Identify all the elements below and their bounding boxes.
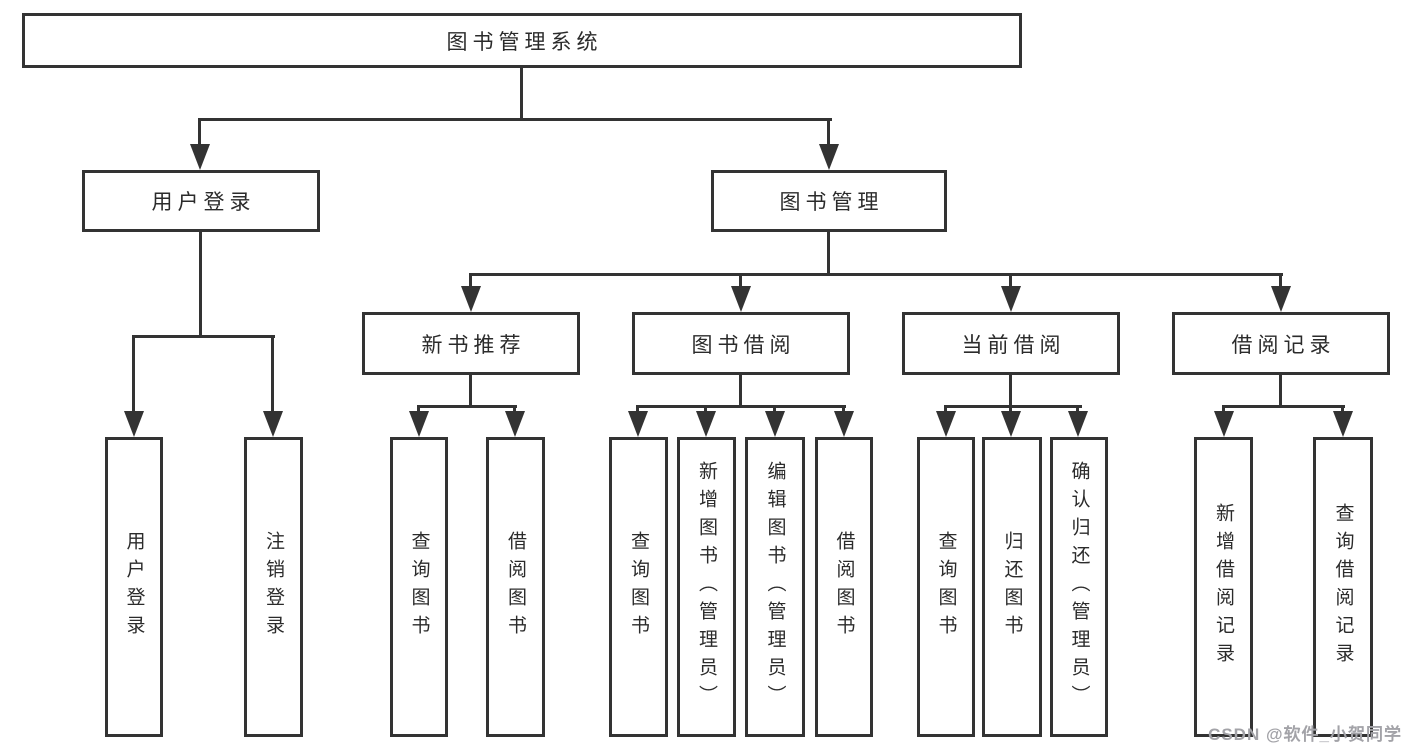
connector-line — [132, 335, 275, 338]
connector-line — [199, 232, 202, 335]
leaf-add-books-admin: 新增图书（管理员） — [677, 437, 736, 737]
leaf-borrow-books-recommend: 借阅图书 — [486, 437, 545, 737]
node-book-borrowing: 图书借阅 — [632, 312, 850, 375]
node-borrowing-records: 借阅记录 — [1172, 312, 1390, 375]
arrow-down-icon — [1068, 411, 1088, 437]
connector-line — [1009, 375, 1012, 405]
connector-line — [773, 405, 776, 415]
leaf-borrow-books: 借阅图书 — [815, 437, 873, 737]
node-user-login: 用户登录 — [82, 170, 320, 232]
connector-line — [1009, 405, 1012, 415]
connector-line — [944, 405, 947, 415]
arrow-down-icon — [409, 411, 429, 437]
arrow-down-icon — [834, 411, 854, 437]
arrow-down-icon — [1333, 411, 1353, 437]
connector-line — [827, 232, 830, 273]
node-new-book-recommendation: 新书推荐 — [362, 312, 580, 375]
connector-line — [469, 273, 1283, 276]
connector-line — [636, 405, 846, 408]
connector-line — [944, 405, 1082, 408]
connector-line — [417, 405, 420, 415]
leaf-edit-books-admin: 编辑图书（管理员） — [745, 437, 805, 737]
connector-line — [132, 335, 135, 415]
arrow-down-icon — [731, 286, 751, 312]
connector-line — [1279, 375, 1282, 405]
csdn-watermark: CSDN @软件_小贺同学 — [1208, 725, 1402, 744]
connector-line — [520, 68, 523, 118]
arrow-down-icon — [461, 286, 481, 312]
connector-line — [842, 405, 845, 415]
connector-line — [1076, 405, 1079, 415]
connector-line — [198, 118, 201, 148]
arrow-down-icon — [819, 144, 839, 170]
connector-line — [1222, 405, 1225, 415]
arrow-down-icon — [628, 411, 648, 437]
connector-line — [636, 405, 639, 415]
arrow-down-icon — [124, 411, 144, 437]
connector-line — [469, 375, 472, 405]
leaf-logout: 注销登录 — [244, 437, 303, 737]
connector-line — [739, 273, 742, 290]
leaf-return-books: 归还图书 — [982, 437, 1042, 737]
connector-line — [417, 405, 517, 408]
arrow-down-icon — [1001, 286, 1021, 312]
leaf-confirm-return-admin: 确认归还（管理员） — [1050, 437, 1108, 737]
connector-line — [739, 375, 742, 405]
leaf-query-books-borrow: 查询图书 — [609, 437, 668, 737]
connector-line — [827, 118, 830, 148]
connector-line — [1222, 405, 1345, 408]
arrow-down-icon — [1001, 411, 1021, 437]
leaf-query-books-current: 查询图书 — [917, 437, 975, 737]
connector-line — [1341, 405, 1344, 415]
connector-line — [1009, 273, 1012, 290]
arrow-down-icon — [1271, 286, 1291, 312]
connector-line — [704, 405, 707, 415]
arrow-down-icon — [505, 411, 525, 437]
connector-line — [271, 335, 274, 415]
arrow-down-icon — [190, 144, 210, 170]
arrow-down-icon — [936, 411, 956, 437]
leaf-add-borrow-record: 新增借阅记录 — [1194, 437, 1253, 737]
arrow-down-icon — [263, 411, 283, 437]
connector-line — [513, 405, 516, 415]
arrow-down-icon — [1214, 411, 1234, 437]
arrow-down-icon — [765, 411, 785, 437]
node-book-management: 图书管理 — [711, 170, 947, 232]
connector-line — [1279, 273, 1282, 290]
leaf-query-books-recommend: 查询图书 — [390, 437, 448, 737]
leaf-user-login: 用户登录 — [105, 437, 163, 737]
node-current-borrowing: 当前借阅 — [902, 312, 1120, 375]
arrow-down-icon — [696, 411, 716, 437]
node-library-management-system: 图书管理系统 — [22, 13, 1022, 68]
leaf-query-borrow-record: 查询借阅记录 — [1313, 437, 1373, 737]
connector-line — [198, 118, 832, 121]
connector-line — [469, 273, 472, 290]
